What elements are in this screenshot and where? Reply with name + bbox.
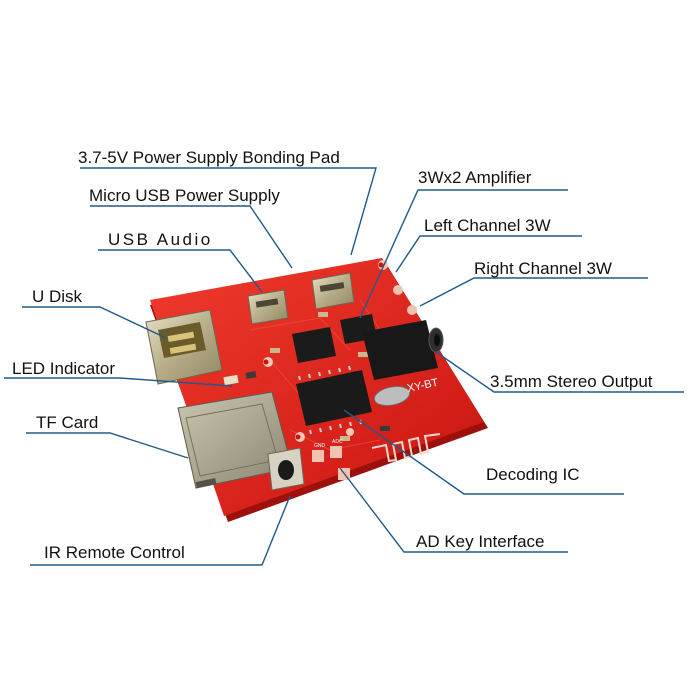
leader-decoding-ic [343, 409, 624, 495]
label-power-pad: 3.7-5V Power Supply Bonding Pad [78, 148, 340, 167]
leader-ir [30, 495, 291, 566]
pin-markings: GND ADC L R [314, 278, 416, 449]
label-decoding-ic: Decoding IC [486, 465, 580, 484]
label-micro-usb: Micro USB Power Supply [89, 186, 280, 205]
led-indicator [223, 371, 257, 386]
leader-u-disk [22, 306, 167, 339]
leader-left-ch [395, 235, 582, 273]
leader-micro-usb [90, 205, 293, 269]
pin-marking: R [412, 298, 416, 304]
leader-tf-card [26, 432, 189, 459]
pin-marking: L [398, 278, 401, 284]
label-led-indicator: LED Indicator [12, 359, 115, 378]
leader-lines [4, 167, 684, 566]
speaker-pads [393, 285, 417, 315]
stereo-jack [362, 320, 444, 380]
decoding-ic-chip [296, 365, 372, 435]
leader-ad-key [339, 467, 568, 553]
leader-power-pad [80, 167, 377, 256]
label-usb-audio: USB Audio [108, 230, 213, 249]
crystal-oscillator [373, 385, 411, 407]
leader-amplifier [359, 189, 568, 319]
leader-stereo-out [435, 351, 684, 393]
usb-a-port [145, 309, 223, 385]
ir-receiver [267, 447, 305, 491]
leader-led [4, 377, 233, 387]
bt-antenna [371, 433, 441, 463]
leader-usb-audio [98, 249, 263, 293]
label-amplifier: 3Wx2 Amplifier [418, 168, 532, 187]
label-ir-remote: IR Remote Control [44, 543, 185, 562]
label-ad-key: AD Key Interface [416, 532, 545, 551]
label-stereo-output: 3.5mm Stereo Output [490, 372, 653, 391]
label-tf-card: TF Card [36, 413, 99, 432]
label-u-disk: U Disk [32, 287, 83, 306]
pin-marking: GND [314, 443, 326, 449]
smd-components [270, 312, 390, 441]
pin-marking: ADC [332, 439, 343, 445]
label-right-channel: Right Channel 3W [474, 259, 612, 278]
leader-right-ch [419, 277, 648, 307]
micro-usb-ports [247, 272, 355, 325]
label-left-channel: Left Channel 3W [424, 216, 551, 235]
